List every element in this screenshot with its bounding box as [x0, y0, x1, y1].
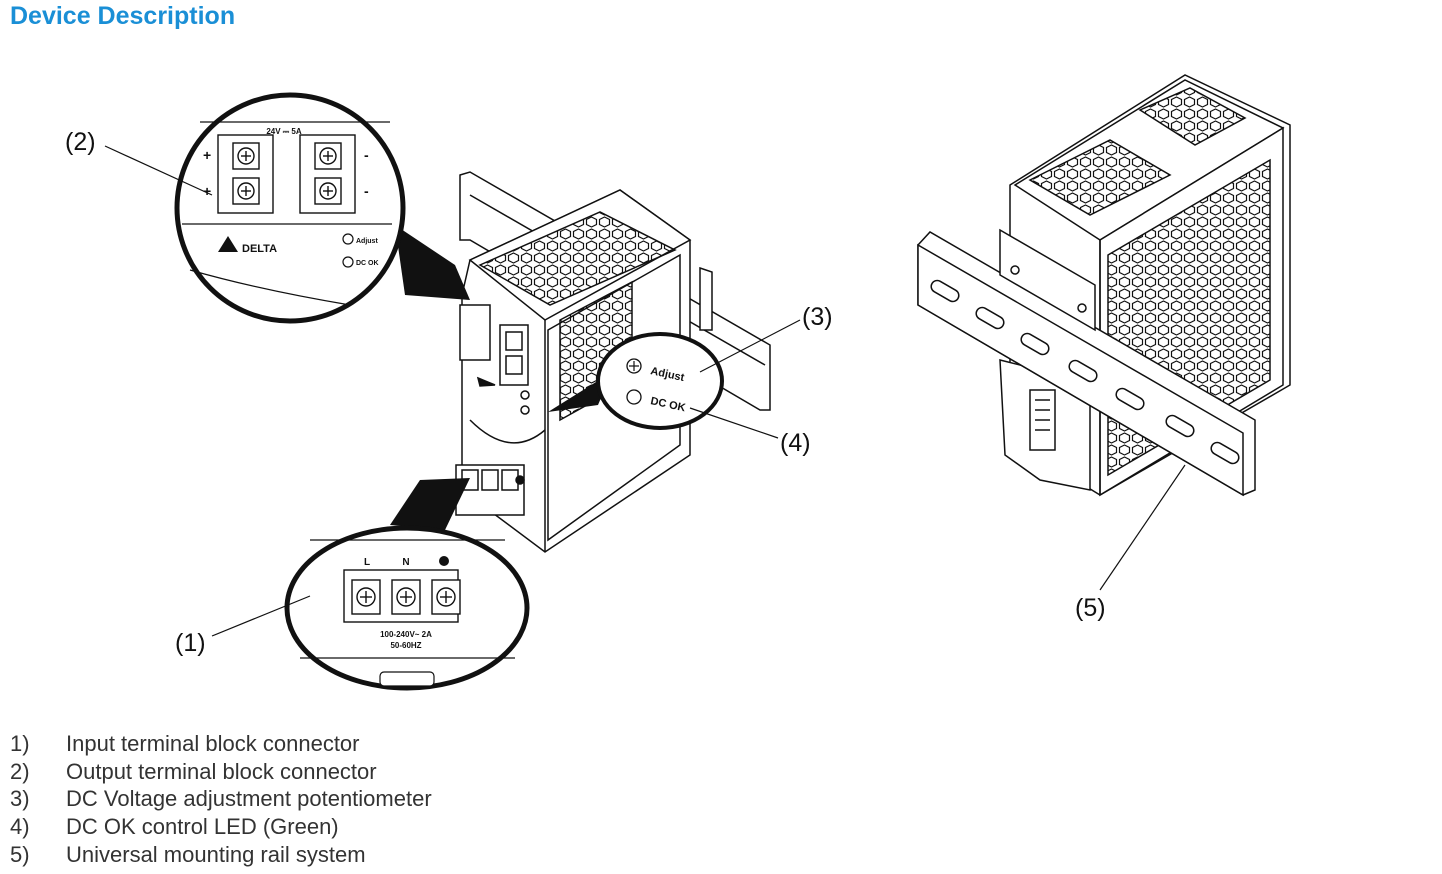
dc-ok-led-icon	[626, 389, 642, 405]
ground-icon	[439, 556, 449, 566]
callout-2: (2)	[65, 128, 96, 156]
legend-item: 1) Input terminal block connector	[10, 730, 432, 758]
legend-number: 2)	[10, 758, 30, 784]
legend-number: 5)	[10, 841, 30, 867]
page-title: Device Description	[10, 2, 236, 30]
callout-4: (4)	[780, 429, 811, 457]
zoom-input-terminals: L N 100-240V~ 2A 50-60HZ	[284, 525, 530, 691]
zoom-wedge	[395, 225, 470, 300]
terminal-l-label: L	[364, 557, 370, 568]
zoom-adjust-dcok: Adjust DC OK	[596, 332, 724, 430]
legend-list: 1) Input terminal block connector 2) Outpu…	[10, 730, 432, 869]
input-frequency-label: 50-60HZ	[390, 641, 421, 650]
legend-text: DC Voltage adjustment potentiometer	[66, 786, 432, 812]
zoom-output-terminals: 24V ⎓ 5A + + - - DELTA Adjust	[174, 92, 406, 324]
legend-item: 5) Universal mounting rail system	[10, 841, 432, 869]
legend-item: 3) DC Voltage adjustment potentiometer	[10, 785, 432, 813]
device-diagram: 24V ⎓ 5A + + - - DELTA Adjust	[65, 74, 1291, 691]
plus-label: +	[203, 147, 211, 163]
legend-number: 3)	[10, 786, 30, 812]
legend-number: 4)	[10, 814, 30, 840]
delta-logo-icon	[218, 236, 238, 252]
input-rating-label: 100-240V~ 2A	[380, 630, 432, 639]
adjust-potentiometer-icon	[342, 233, 354, 245]
legend-text: Output terminal block connector	[66, 758, 377, 784]
leader-lines	[104, 145, 1186, 637]
power-supply-rear-view	[917, 74, 1291, 497]
legend-text: DC OK control LED (Green)	[66, 814, 339, 840]
legend-text: Input terminal block connector	[66, 731, 360, 756]
dc-ok-led-icon	[342, 256, 354, 268]
zoom-wedge	[548, 372, 612, 412]
brand-label: DELTA	[242, 243, 277, 255]
output-rating-label: 24V ⎓ 5A	[266, 127, 302, 136]
legend-item: 4) DC OK control LED (Green)	[10, 813, 432, 841]
dc-ok-label: DC OK	[356, 260, 379, 267]
callout-1: (1)	[175, 629, 206, 657]
terminal-n-label: N	[402, 557, 409, 568]
legend-text: Universal mounting rail system	[66, 841, 366, 867]
plus-label: +	[203, 183, 211, 199]
legend-item: 2) Output terminal block connector	[10, 758, 432, 786]
callout-3: (3)	[802, 303, 833, 331]
zoom-wedge	[390, 478, 470, 530]
adjust-label: Adjust	[356, 238, 378, 245]
minus-label: -	[364, 147, 369, 163]
legend-number: 1)	[10, 731, 30, 756]
callout-5: (5)	[1075, 594, 1106, 622]
power-supply-front-view	[455, 171, 771, 553]
minus-label: -	[364, 183, 369, 199]
